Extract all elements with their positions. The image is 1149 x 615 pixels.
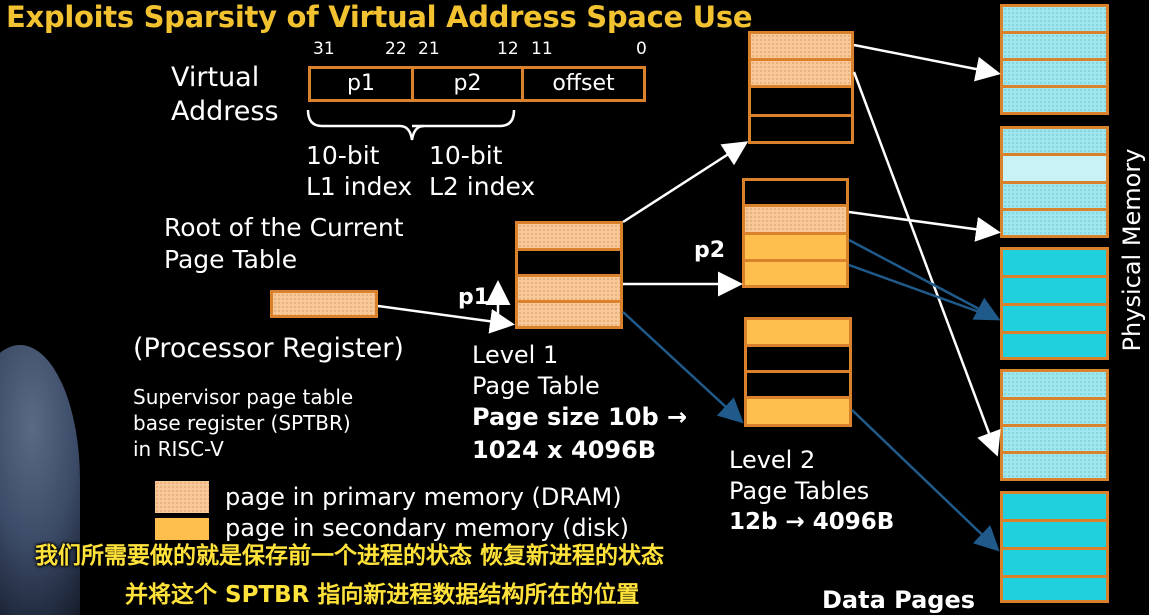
page-cell	[1003, 129, 1106, 156]
level2-entry	[751, 34, 851, 61]
page-cell	[1003, 550, 1106, 578]
field-offset: offset	[521, 66, 646, 102]
sptbr-line1: Supervisor page table	[133, 385, 354, 409]
page-cell	[1003, 34, 1106, 61]
brace-l1	[306, 109, 425, 141]
subtitle-line1: 我们所需要做的就是保存前一个进程的状态 恢复新进程的状态	[35, 543, 665, 569]
page-cell	[1003, 454, 1106, 478]
page-cell	[1003, 156, 1106, 184]
legend-disk-text: page in secondary memory (disk)	[225, 514, 630, 542]
sptbr-line3: in RISC-V	[133, 437, 224, 461]
page-cell	[1003, 427, 1106, 454]
level2-entry	[747, 373, 849, 399]
arrow-l2a-to-pm1	[853, 43, 1001, 82]
virtual-label-line2: Address	[171, 96, 279, 127]
level2-entry	[751, 88, 851, 117]
data-page-2	[1000, 126, 1109, 238]
brace2-line2: L2 index	[429, 172, 536, 201]
page-cell	[1003, 372, 1106, 400]
page-cell	[1003, 61, 1106, 88]
level1-line2: Page Table	[472, 372, 600, 400]
p2-label: p2	[694, 238, 726, 263]
page-cell	[1003, 578, 1106, 600]
page-cell	[1003, 211, 1106, 235]
page-cell	[1003, 522, 1106, 550]
arrow-l2b-to-pm3	[848, 238, 1001, 321]
level2-page-table-1	[748, 31, 854, 144]
level2-size: 12b → 4096B	[729, 509, 895, 535]
arrow-root-to-l1	[377, 304, 515, 334]
level2-line1: Level 2	[729, 446, 816, 474]
level1-page-table	[515, 221, 623, 329]
page-cell	[1003, 88, 1106, 112]
level2-entry	[751, 117, 851, 141]
page-cell	[1003, 494, 1106, 522]
bit-0: 0	[636, 39, 647, 59]
arrow-l2c-to-pm5	[851, 409, 1000, 552]
page-cell	[1003, 306, 1106, 334]
bit-21: 21	[418, 39, 440, 59]
brace1-line2: L1 index	[306, 172, 413, 201]
processor-register-label: (Processor Register)	[133, 333, 404, 364]
level2-entry	[745, 235, 846, 262]
level2-entry	[751, 61, 851, 88]
root-line2: Page Table	[164, 245, 298, 274]
legend-dram-swatch	[155, 481, 209, 513]
level1-size-line2: 1024 x 4096B	[472, 436, 657, 464]
level2-entry	[745, 262, 846, 285]
level2-entry	[745, 181, 846, 207]
page-cell	[1003, 400, 1106, 427]
level2-entry	[747, 399, 849, 424]
bit-31: 31	[313, 39, 335, 59]
level1-size-line1: Page size 10b →	[472, 403, 688, 431]
arrow-l2a-to-pm4	[852, 71, 1001, 457]
level1-entry	[518, 251, 620, 277]
page-cell	[1003, 184, 1106, 211]
level2-entry	[747, 347, 849, 373]
level2-line2: Page Tables	[729, 477, 870, 505]
page-cell	[1003, 7, 1106, 34]
level1-entry	[518, 303, 620, 326]
legend-disk-swatch	[155, 518, 209, 540]
p1-label: p1	[458, 285, 490, 310]
arrow-l1-to-l2c	[622, 311, 744, 424]
arrow-l2b-to-pm3b	[848, 263, 997, 320]
level2-entry	[745, 207, 846, 235]
level1-entry	[518, 224, 620, 251]
brace2-line1: 10-bit	[429, 141, 503, 170]
level1-line1: Level 1	[472, 341, 559, 369]
arrow-l2b-to-pm2	[848, 210, 1001, 242]
data-page-5	[1000, 491, 1109, 603]
root-register-box	[270, 290, 378, 318]
arrow-l1-to-l2a	[622, 141, 749, 224]
legend-dram-text: page in primary memory (DRAM)	[225, 483, 622, 511]
root-line1: Root of the Current	[164, 213, 404, 242]
virtual-label-line1: Virtual	[171, 62, 260, 93]
bit-11: 11	[531, 39, 553, 59]
page-cell	[1003, 278, 1106, 306]
data-page-3	[1000, 247, 1109, 360]
data-page-1	[1000, 4, 1109, 115]
subtitle-line2: 并将这个 SPTBR 指向新进程数据结构所在的位置	[125, 582, 640, 608]
field-p2: p2	[411, 66, 524, 102]
level1-entry	[518, 277, 620, 303]
level2-page-table-3	[744, 317, 852, 427]
bit-12: 12	[497, 39, 519, 59]
slide-title: Exploits Sparsity of Virtual Address Spa…	[6, 0, 753, 34]
brace-l2	[412, 109, 516, 128]
page-cell	[1003, 334, 1106, 357]
data-page-4	[1000, 369, 1109, 481]
brace1-line1: 10-bit	[306, 141, 380, 170]
level2-entry	[747, 320, 849, 347]
page-cell	[1003, 250, 1106, 278]
sptbr-line2: base register (SPTBR)	[133, 411, 351, 435]
level2-page-table-2	[742, 178, 849, 288]
bit-22: 22	[385, 39, 407, 59]
